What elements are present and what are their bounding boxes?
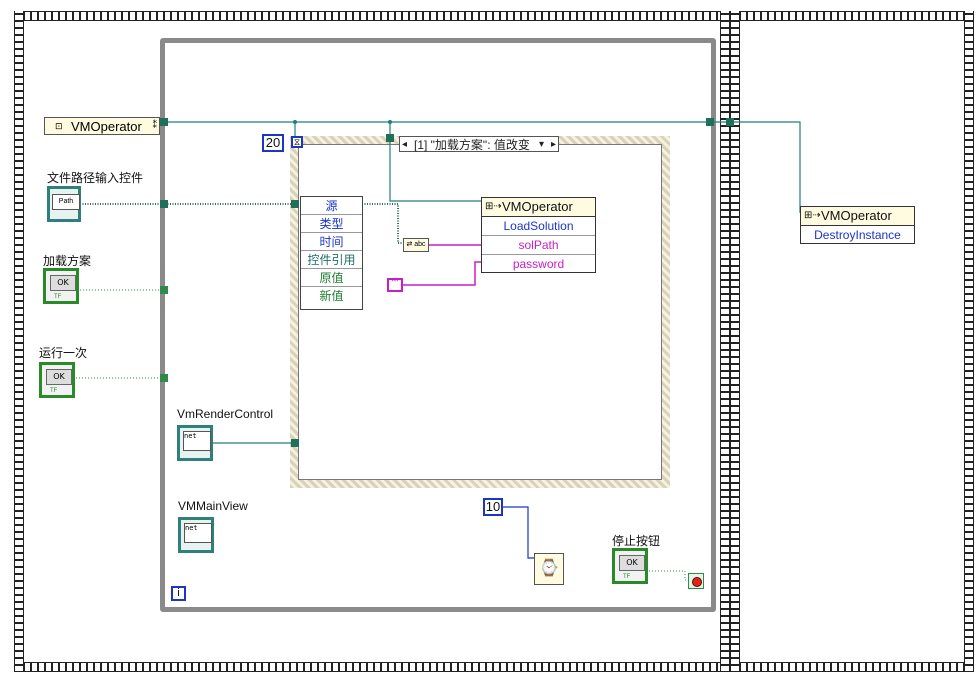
- sequence-film-top-1: [14, 11, 730, 21]
- run-once-ok-glyph: OK: [46, 369, 72, 385]
- stop-button-label: 停止按钮: [612, 534, 661, 548]
- invoke-node-icon: ⊞⇢: [804, 210, 821, 221]
- path-icon: Path: [52, 194, 80, 210]
- wire-password: [403, 261, 482, 286]
- vm-render-control-label: VmRenderControl: [177, 407, 274, 421]
- wire-junction-2: [388, 120, 392, 124]
- run-once-button[interactable]: OK TF: [39, 362, 75, 398]
- event-case-label: [1] "加载方案": 值改变: [414, 138, 530, 152]
- while-loop: [160, 38, 716, 612]
- timeout-constant[interactable]: 20: [262, 134, 284, 152]
- wire-vmoperator-to-invoke: [389, 122, 482, 202]
- invoke-destroy-method: DestroyInstance: [814, 228, 901, 242]
- tunnel-file-path: [160, 200, 168, 208]
- event-data-node[interactable]: 源 类型 时间 控件引用 原值 新值: [300, 196, 363, 310]
- hourglass-icon: ⧖: [291, 136, 303, 148]
- sequence-film-left-1: [14, 11, 24, 672]
- vmoperator-constant[interactable]: ⊡ VMOperator ⁑: [44, 117, 160, 135]
- selector-increment-icon: ▸: [550, 139, 556, 150]
- invoke-load-method: LoadSolution: [482, 217, 595, 236]
- tunnel-load-solution: [160, 286, 168, 294]
- event-data-oldval: 原值: [301, 269, 362, 287]
- vm-main-view-label: VMMainView: [178, 499, 248, 513]
- output-terminal-icon: ⁑: [152, 120, 158, 130]
- event-data-newval: 新值: [319, 289, 344, 303]
- wire-junction-1: [293, 120, 297, 124]
- net-refnum-icon: net: [183, 431, 211, 451]
- empty-string-constant[interactable]: "": [387, 278, 403, 292]
- load-solution-tf: TF: [54, 294, 62, 300]
- wire-stop-bool: [646, 570, 694, 581]
- stop-button-tf: TF: [623, 574, 631, 580]
- invoke-node-destroy-instance[interactable]: ⊞⇢ VMOperator DestroyInstance: [800, 206, 915, 244]
- path-to-string-icon[interactable]: ⇄ abc: [403, 238, 429, 252]
- tunnel-vmoperator-left: [160, 118, 168, 126]
- tunnel-vmoperator-right: [706, 118, 714, 126]
- refnum-icon: ⊡: [55, 121, 63, 131]
- stop-sign-icon: [692, 577, 702, 587]
- file-path-label: 文件路径输入控件: [47, 171, 144, 185]
- tunnel-render-control: [291, 439, 299, 447]
- vmoperator-constant-label: VMOperator: [71, 119, 142, 134]
- wire-event-source: [362, 203, 403, 244]
- invoke-destroy-class: VMOperator: [821, 208, 892, 223]
- net-refnum-icon: net: [184, 523, 212, 543]
- stop-button-ok-glyph: OK: [619, 555, 645, 571]
- event-data-time: 时间: [301, 233, 362, 251]
- wait-ms-constant[interactable]: 10: [483, 498, 503, 516]
- vm-render-control[interactable]: net: [177, 425, 213, 461]
- sequence-film-mid-right: [730, 11, 740, 672]
- invoke-load-param-password: password: [512, 257, 565, 271]
- iteration-terminal: i: [171, 586, 186, 601]
- event-case-selector[interactable]: ◂ [1] "加载方案": 值改变 ▾ ▸: [399, 136, 559, 152]
- wire-wait-ms: [502, 506, 534, 559]
- vm-main-view[interactable]: net: [178, 517, 214, 553]
- sequence-film-bottom-2: [730, 662, 974, 672]
- sequence-film-bottom-1: [14, 662, 730, 672]
- stop-button[interactable]: OK TF: [612, 548, 648, 584]
- load-solution-ok-glyph: OK: [50, 275, 76, 291]
- tunnel-file-path-event: [291, 200, 299, 208]
- wire-vmoperator: [160, 121, 801, 213]
- invoke-load-param-solpath: solPath: [482, 236, 595, 255]
- tunnel-event-refnum: [386, 134, 394, 142]
- run-once-tf: TF: [50, 388, 58, 394]
- load-solution-button[interactable]: OK TF: [43, 268, 79, 304]
- invoke-node-icon: ⊞⇢: [485, 201, 502, 212]
- run-once-label: 运行一次: [39, 346, 88, 360]
- wait-ms-function-icon[interactable]: ⌚: [534, 553, 564, 585]
- sequence-film-mid-left: [720, 11, 730, 672]
- file-path-control[interactable]: Path: [47, 186, 81, 222]
- load-solution-label: 加载方案: [43, 254, 92, 268]
- sequence-film-right-2: [964, 11, 974, 672]
- sequence-film-top-2: [730, 11, 974, 21]
- event-data-source: 源: [301, 197, 362, 215]
- invoke-node-load-solution[interactable]: ⊞⇢ VMOperator LoadSolution solPath passw…: [481, 197, 596, 273]
- event-data-ctlref: 控件引用: [301, 251, 362, 269]
- loop-stop-terminal[interactable]: [688, 573, 704, 589]
- tunnel-vmoperator-seq: [726, 118, 734, 126]
- selector-decrement-icon: ◂: [402, 139, 408, 150]
- selector-dropdown-icon: ▾: [538, 139, 544, 150]
- tunnel-run-once: [160, 374, 168, 382]
- event-data-type: 类型: [301, 215, 362, 233]
- invoke-load-class: VMOperator: [502, 199, 573, 214]
